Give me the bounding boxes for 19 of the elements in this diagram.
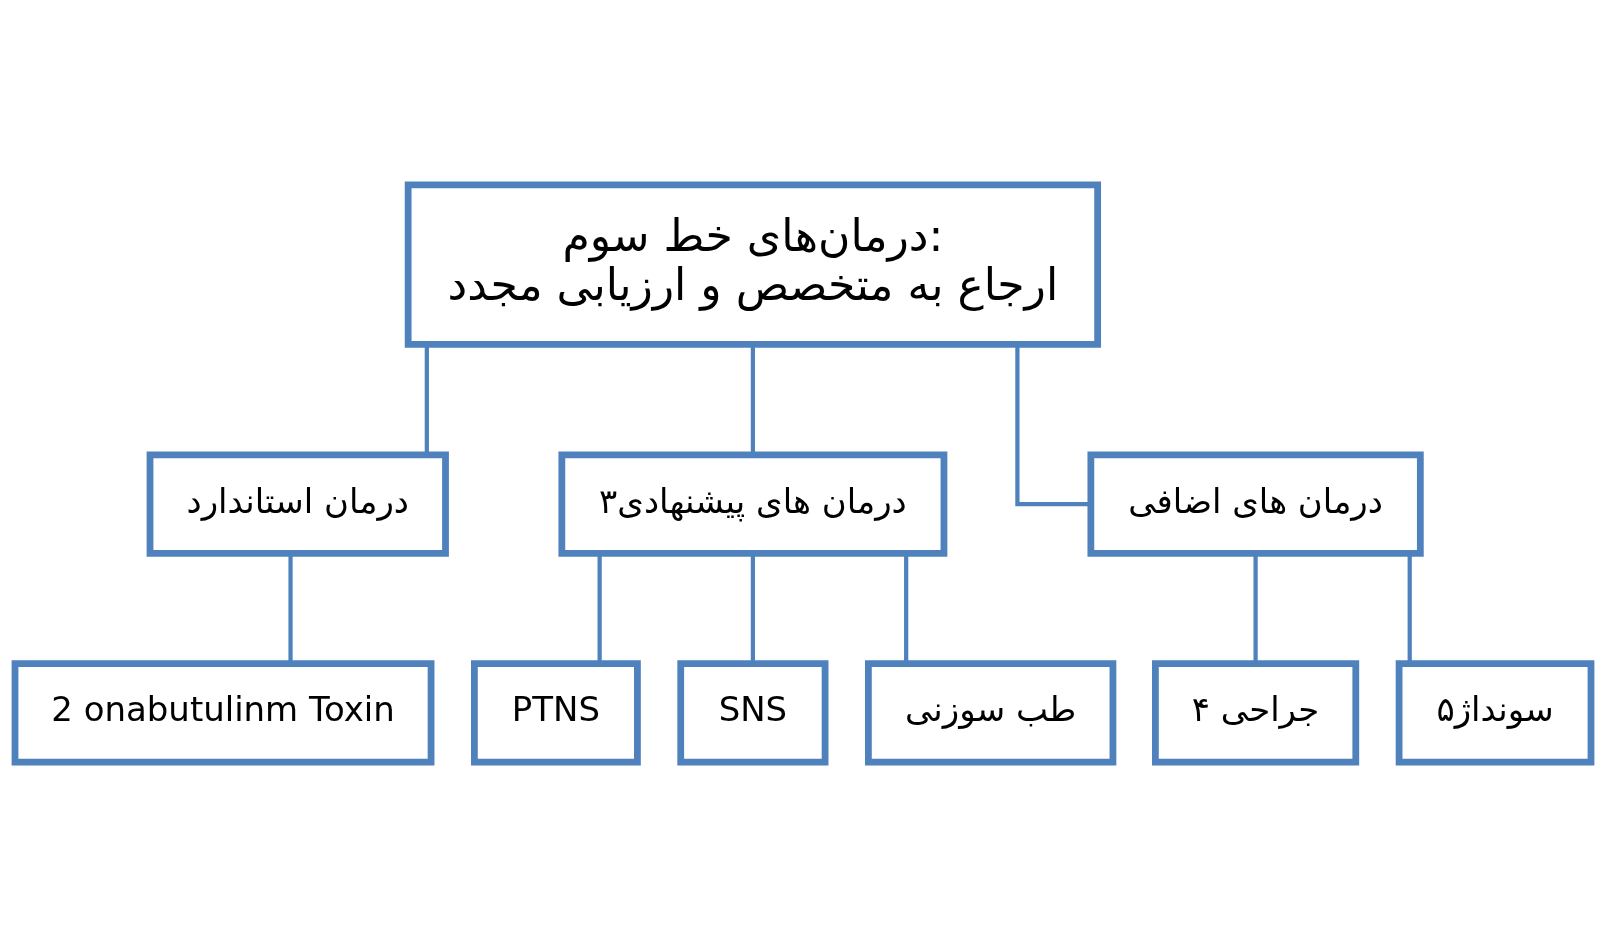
connector	[288, 553, 293, 663]
node-box: درمان های پیشنهادی۳	[558, 450, 948, 557]
node-box: طب سوزنی	[865, 659, 1117, 766]
node-box: جراحی ۴	[1152, 659, 1360, 766]
node-box: 2 onabutulinm Toxin	[11, 659, 435, 766]
connector	[597, 553, 602, 663]
connector	[750, 344, 756, 454]
node-box: سونداژ۵	[1395, 659, 1595, 766]
connector	[1407, 553, 1412, 663]
connector	[904, 553, 909, 663]
node-box: PTNS	[471, 659, 641, 766]
node-box: SNS	[677, 659, 829, 766]
connector	[1253, 553, 1258, 663]
node-box: درمان استاندارد	[146, 450, 449, 557]
node-box: درمان‌های خط سوم: ارجاع به متخصص و ارزیابی مجدد	[404, 180, 1102, 348]
connector	[750, 553, 756, 663]
connector	[1015, 344, 1091, 506]
node-box: درمان های اضافی	[1087, 450, 1424, 557]
connector	[424, 344, 429, 454]
